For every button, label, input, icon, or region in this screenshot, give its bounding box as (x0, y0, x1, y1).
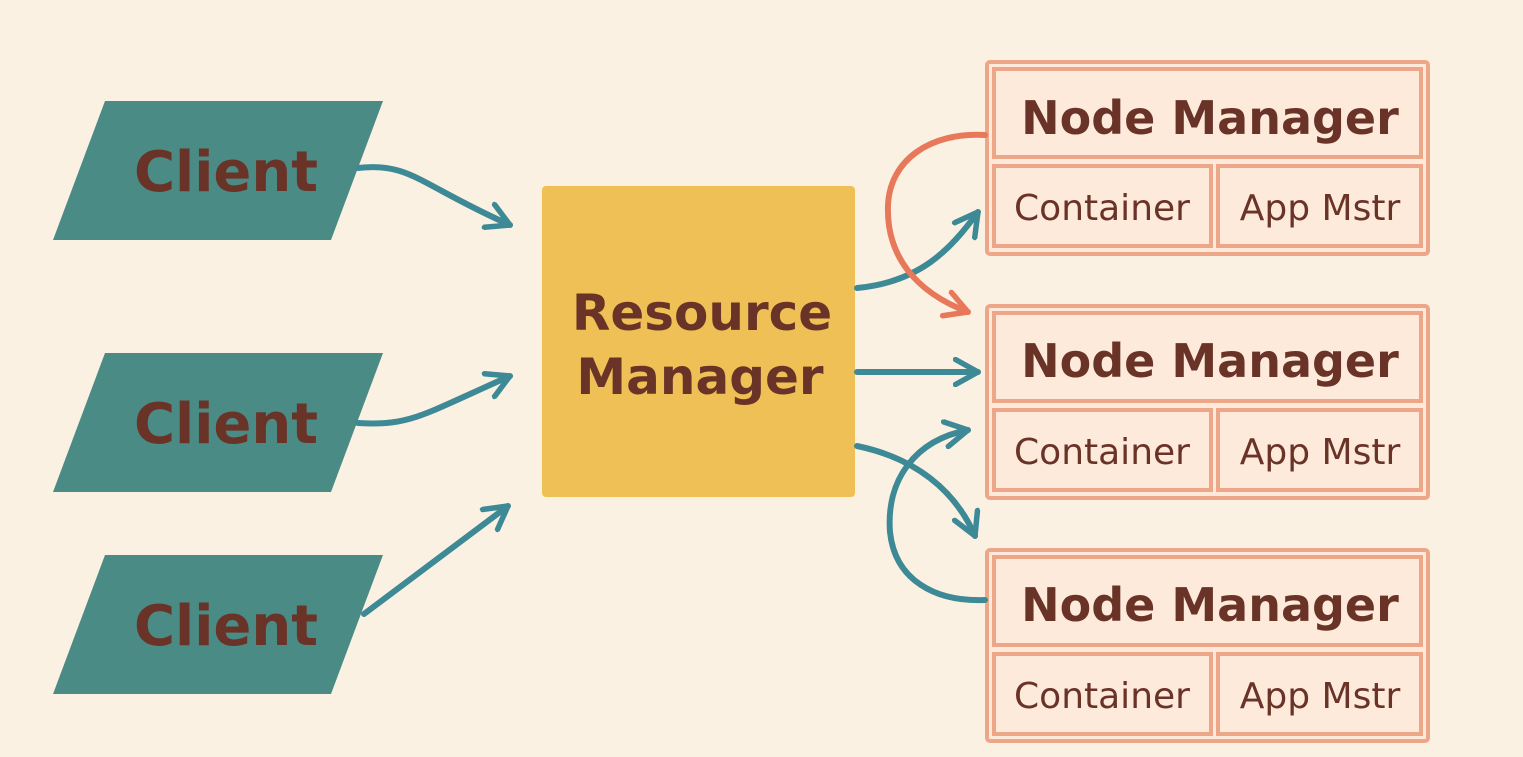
client-3-label: Client (134, 594, 318, 659)
node-manager-2: Node Manager Container App Mstr (985, 304, 1430, 500)
node-manager-3-app-master: App Mstr (1240, 676, 1401, 717)
client-1: Client (53, 101, 383, 240)
node-manager-1-title: Node Manager (1021, 91, 1399, 145)
client-3: Client (53, 555, 383, 694)
node-manager-3-container: Container (1014, 676, 1190, 717)
client-1-label: Client (134, 140, 318, 205)
client-2: Client (53, 353, 383, 492)
arrow-rm-to-node-manager-3 (854, 443, 975, 539)
resource-manager-label-line2: Manager (576, 348, 824, 406)
arrow-rm-to-node-manager-1 (854, 209, 981, 291)
node-manager-1: Node Manager Container App Mstr (985, 60, 1430, 256)
resource-manager-label-line1: Resource (572, 284, 832, 342)
arrow-client-1-to-rm (355, 164, 513, 225)
node-manager-2-app-master: App Mstr (1240, 432, 1401, 473)
client-2-label: Client (134, 392, 318, 457)
arrow-client-2-to-rm (355, 376, 513, 427)
arrow-node-manager-1-loop (884, 131, 988, 312)
node-manager-3: Node Manager Container App Mstr (985, 548, 1430, 743)
node-manager-2-title: Node Manager (1021, 334, 1399, 388)
arrow-client-3-to-rm (361, 503, 511, 617)
node-manager-1-app-master: App Mstr (1240, 188, 1401, 229)
arrow-node-manager-3-loop (886, 430, 988, 604)
node-manager-1-container: Container (1014, 188, 1190, 229)
node-manager-2-container: Container (1014, 432, 1190, 473)
resource-manager: Resource Manager (542, 186, 855, 497)
node-manager-3-title: Node Manager (1021, 578, 1399, 632)
